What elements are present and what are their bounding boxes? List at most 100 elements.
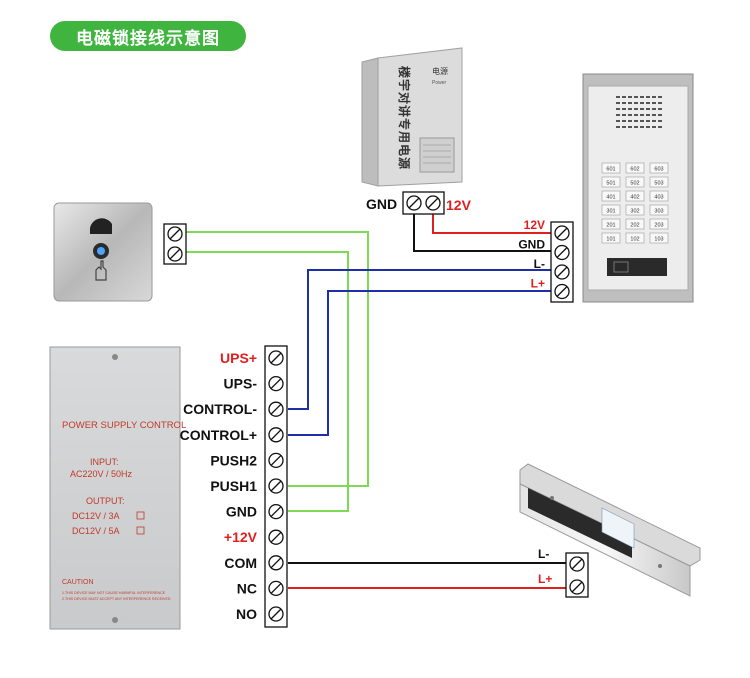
speaker-slot (616, 96, 620, 98)
speaker-slot (640, 108, 644, 110)
speaker-slot (622, 114, 626, 116)
speaker-slot (616, 120, 620, 122)
svg-text:201: 201 (606, 223, 615, 229)
lock-l-plus-label: L+ (538, 572, 552, 586)
speaker-slot (616, 102, 620, 104)
svg-text:401: 401 (606, 195, 615, 201)
speaker-slot (628, 126, 632, 128)
svg-text:202: 202 (630, 223, 639, 229)
speaker-slot (658, 102, 662, 104)
speaker-slot (628, 114, 632, 116)
intercom-power-small-sub: Power (432, 80, 447, 86)
diagram-title: 电磁锁接线示意图 (50, 21, 246, 51)
speaker-slot (658, 120, 662, 122)
speaker-slot (622, 126, 626, 128)
psu-output-1: DC12V / 3A (72, 511, 120, 521)
blue-wire-control-minus (288, 269, 553, 410)
terminal-gnd: GND (226, 504, 284, 520)
speaker-slot (640, 96, 644, 98)
speaker-slot (616, 114, 620, 116)
speaker-slot (634, 120, 638, 122)
svg-text:301: 301 (606, 209, 615, 215)
terminal-control-: CONTROL+ (180, 427, 284, 443)
speaker-slot (634, 108, 638, 110)
terminal-ups-: UPS+ (220, 350, 284, 366)
panel-terminal-label: GND (518, 238, 545, 252)
speaker-slot (622, 102, 626, 104)
terminal--12v: +12V (224, 529, 284, 545)
svg-text:602: 602 (630, 167, 639, 173)
keypad-key: 302 (625, 204, 645, 216)
psu-caution-title: CAUTION (62, 579, 94, 586)
panel-terminal-l-: L+ (531, 277, 570, 300)
speaker-slot (628, 108, 632, 110)
panel-terminal-12v: 12V (524, 218, 570, 241)
terminal-push1: PUSH1 (210, 478, 284, 494)
speaker-slot (646, 102, 650, 104)
speaker-slot (622, 108, 626, 110)
speaker-slot (622, 96, 626, 98)
exit-button-terminal (163, 223, 187, 265)
blue-wire-control-plus (288, 290, 553, 436)
speaker-slot (652, 102, 656, 104)
keypad-key: 102 (625, 232, 645, 244)
svg-text:503: 503 (654, 181, 663, 187)
psu-caution-1: 1.THIS DEVICE MAY NOT CAUSE HARMFUL INTE… (62, 591, 166, 595)
speaker-slot (640, 102, 644, 104)
svg-text:303: 303 (654, 209, 663, 215)
svg-text:403: 403 (654, 195, 663, 201)
terminal-ups-: UPS- (224, 376, 284, 392)
speaker-slot (652, 108, 656, 110)
speaker-slot (634, 114, 638, 116)
keypad-key: 401 (601, 190, 621, 202)
terminal-control-: CONTROL- (183, 401, 284, 417)
svg-text:402: 402 (630, 195, 639, 201)
psu-output-2: DC12V / 5A (72, 526, 120, 536)
speaker-slot (646, 120, 650, 122)
keypad-key: 101 (601, 232, 621, 244)
intercom-power-device: 楼宇对讲专用电源 电源 Power (361, 47, 463, 187)
speaker-slot (658, 96, 662, 98)
panel-terminal-gnd: GND (518, 238, 570, 261)
keypad-key: 601 (601, 162, 621, 174)
speaker-slot (652, 114, 656, 116)
intercom-power-12v-label: 12V (446, 197, 472, 213)
terminal-label: NO (236, 606, 257, 622)
svg-text:101: 101 (606, 237, 615, 243)
speaker-slot (640, 114, 644, 116)
keypad-key: 603 (649, 162, 669, 174)
keypad-key: 503 (649, 176, 669, 188)
keypad-key: 403 (649, 190, 669, 202)
svg-text:203: 203 (654, 223, 663, 229)
svg-text:302: 302 (630, 209, 639, 215)
lock-l-minus-label: L- (538, 547, 549, 561)
speaker-slot (658, 126, 662, 128)
main-terminal-block: UPS+UPS-CONTROL-CONTROL+PUSH2PUSH1GND+12… (180, 345, 288, 628)
speaker-slot (634, 126, 638, 128)
speaker-slot (652, 120, 656, 122)
keypad-key: 202 (625, 218, 645, 230)
panel-terminal-label: L- (534, 257, 545, 271)
speaker-slot (652, 126, 656, 128)
keypad-key: 502 (625, 176, 645, 188)
speaker-slot (616, 108, 620, 110)
speaker-slot (634, 96, 638, 98)
keypad-key: 303 (649, 204, 669, 216)
lock-terminal (565, 552, 589, 598)
psu-title: POWER SUPPLY CONTROL (62, 420, 186, 431)
speaker-slot (628, 120, 632, 122)
exit-button-device (53, 202, 153, 302)
speaker-slot (646, 108, 650, 110)
speaker-slot (658, 108, 662, 110)
terminal-label: UPS- (224, 376, 258, 392)
terminal-label: UPS+ (220, 350, 257, 366)
terminal-label: PUSH1 (210, 478, 257, 494)
terminal-label: NC (237, 580, 257, 596)
speaker-slot (640, 126, 644, 128)
keypad-key: 402 (625, 190, 645, 202)
black-wire-gnd (413, 205, 553, 252)
terminal-label: CONTROL- (183, 401, 257, 417)
psu-output-label: OUTPUT: (86, 496, 125, 506)
svg-text:601: 601 (606, 167, 615, 173)
terminal-com: COM (224, 555, 284, 571)
